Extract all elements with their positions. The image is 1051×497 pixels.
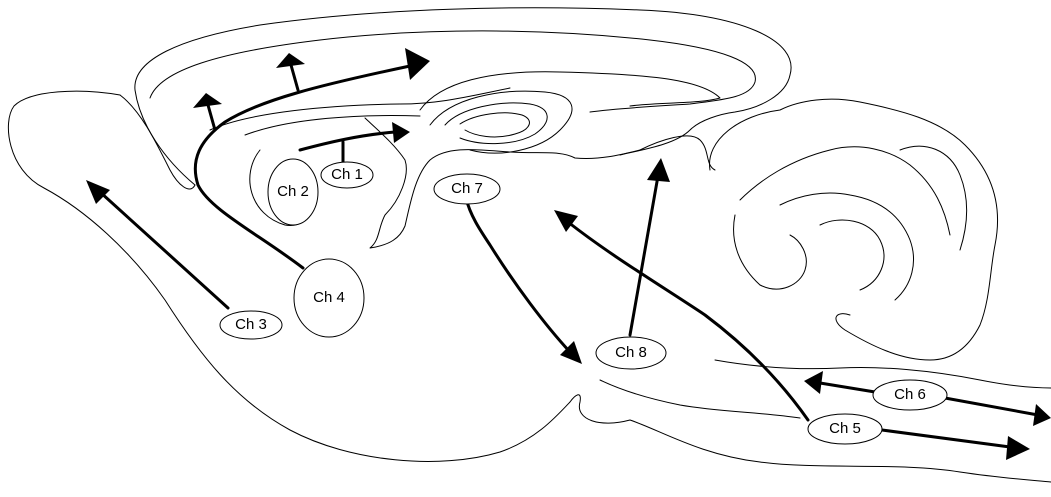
node-ch4-label: Ch 4: [313, 289, 345, 306]
node-ch3: Ch 3: [220, 311, 282, 339]
node-ch6-label: Ch 6: [894, 386, 926, 403]
ch5-arrow: [554, 210, 1030, 460]
cerebellum-folia-2: [734, 215, 807, 289]
node-ch8: Ch 8: [596, 337, 666, 369]
node-ch2-label: Ch 2: [277, 183, 309, 200]
node-ch4: Ch 4: [294, 259, 364, 337]
node-ch1-label: Ch 1: [331, 166, 363, 183]
ch4-arrow: [193, 48, 430, 268]
node-ch1: Ch 1: [321, 162, 373, 188]
hippocampus-layer-3: [460, 113, 529, 137]
hippocampus-outer: [420, 72, 720, 110]
cerebellum-folia-4: [820, 220, 884, 290]
brainstem-upper: [715, 360, 1051, 388]
brain-outline: [8, 91, 1051, 482]
node-ch5-label: Ch 5: [829, 420, 861, 437]
node-ch7-label: Ch 7: [451, 180, 483, 197]
node-ch7: Ch 7: [434, 174, 500, 204]
node-ch8-label: Ch 8: [615, 344, 647, 361]
node-ch5: Ch 5: [808, 414, 882, 444]
thalamus-region: [365, 118, 640, 248]
brainstem-base: [600, 380, 800, 418]
midbrain-line: [640, 136, 715, 170]
node-ch2: Ch 2: [268, 159, 318, 225]
ch1-arrow: [300, 122, 410, 162]
corpus-callosum-upper: [210, 88, 510, 130]
cerebellum-folia-1: [740, 147, 950, 235]
cerebellum-folia-5: [900, 146, 967, 250]
cerebellum-folia-3: [780, 193, 914, 300]
ch8-arrow: [630, 158, 670, 335]
cortex-outline: [135, 8, 791, 185]
node-ch3-label: Ch 3: [235, 316, 267, 333]
cerebellum-outline: [710, 99, 998, 360]
node-ch6: Ch 6: [873, 380, 947, 410]
